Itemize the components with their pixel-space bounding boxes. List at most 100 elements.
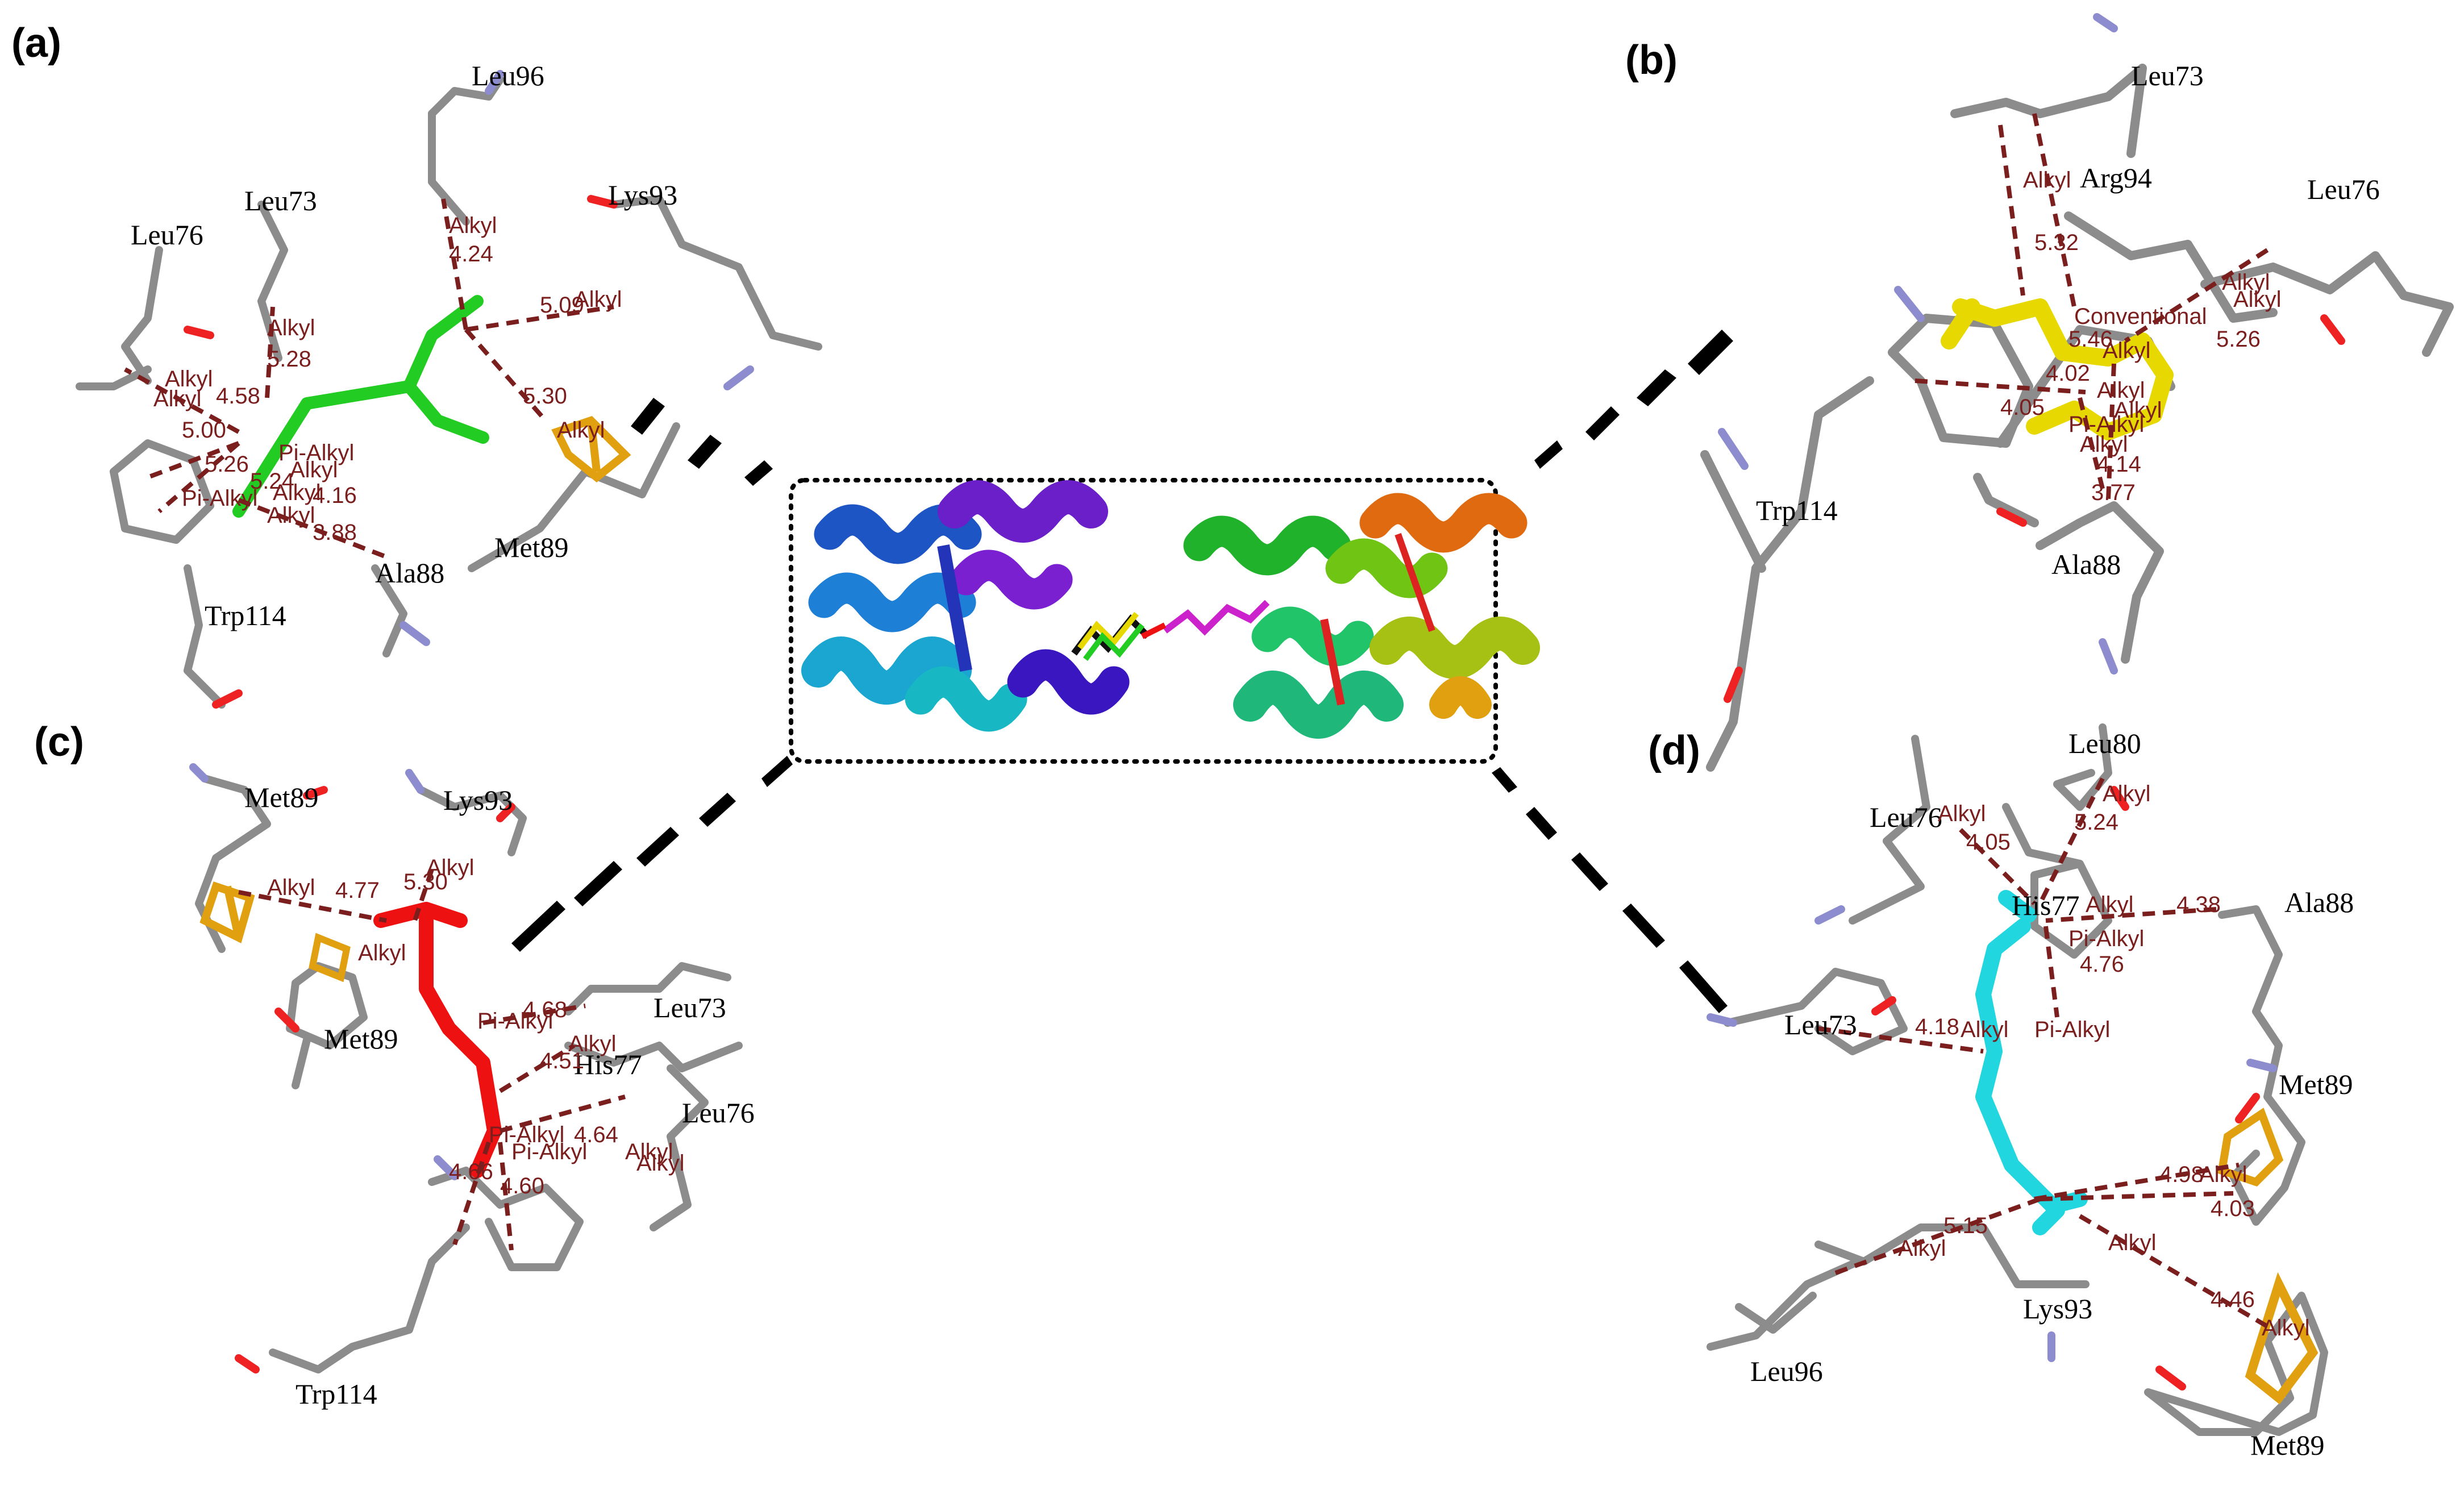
interaction-label-b-2: Alkyl (2222, 270, 2270, 295)
protein-domain-left (801, 480, 1130, 732)
distance-label-a-1: 4.24 (449, 242, 493, 267)
met-sulfur-d-1 (2217, 1108, 2284, 1187)
interaction-label-b-6: Alkyl (2097, 378, 2145, 403)
interaction-label-b-3: Alkyl (2233, 287, 2281, 312)
residue-label-d-9: Met89 (2250, 1429, 2325, 1461)
interaction-label-a-7: Alkyl (290, 457, 338, 482)
interaction-label-c-4: Pi-Alkyl (477, 1009, 553, 1034)
residue-label-d-7: Lys93 (2023, 1293, 2092, 1325)
residue-label-a-5: Met89 (494, 531, 569, 563)
distance-label-b-5: 4.05 (2000, 395, 2045, 420)
interaction-label-d-6: Pi-Alkyl (2034, 1017, 2110, 1042)
distance-label-d-2: 5.24 (2074, 810, 2118, 835)
interaction-label-b-8: Pi-Alkyl (2068, 412, 2144, 437)
protein-domain-right (1183, 493, 1540, 739)
distance-label-b-3: 5.46 (2068, 327, 2113, 352)
residue-label-c-1: Met89 (244, 781, 319, 813)
residue-label-d-4: Ala88 (2284, 886, 2354, 918)
interaction-label-a-1: Alkyl (449, 213, 497, 238)
residue-label-d-3: His77 (2012, 889, 2079, 921)
protein-sticks-b (1700, 64, 2454, 772)
distance-label-b-7: 3.77 (2091, 480, 2136, 505)
distance-label-a-2: 5.09 (540, 293, 584, 318)
interaction-label-d-5: Alkyl (1961, 1017, 2008, 1042)
interaction-lines-c (238, 868, 626, 1251)
interaction-label-c-6: Alkyl (625, 1139, 673, 1164)
distance-label-d-8: 5.15 (1943, 1213, 1988, 1238)
interaction-label-a-4: Alkyl (165, 367, 213, 392)
distance-label-d-4: 4.76 (2080, 952, 2124, 977)
distance-label-c-6: 4.66 (449, 1159, 493, 1184)
distance-label-d-7: 4.03 (2211, 1196, 2255, 1221)
residue-label-a-6: Ala88 (375, 557, 444, 589)
residue-label-b-3: Leu76 (2307, 173, 2380, 205)
interaction-label-a-8: Alkyl (557, 418, 605, 443)
ligand-c (373, 902, 502, 1178)
interaction-label-b-9: Alkyl (2080, 432, 2128, 457)
interaction-label-b-5: Alkyl (2103, 338, 2150, 363)
interaction-label-a-5: Alkyl (153, 386, 201, 411)
residue-label-d-5: Leu73 (1784, 1009, 1857, 1040)
distance-label-d-9: 4.46 (2211, 1287, 2255, 1312)
distance-label-d-5: 4.18 (1915, 1014, 1959, 1039)
distance-label-c-5: 4.64 (574, 1122, 618, 1147)
panel-b: (b) (1625, 13, 2454, 772)
protein-sticks-c (195, 775, 743, 1373)
interaction-lines-b (1914, 113, 2269, 501)
panel-label-c: (c) (34, 719, 84, 765)
residue-label-a-2: Lys93 (608, 179, 677, 211)
residue-label-a-7: Trp114 (205, 600, 286, 631)
protein-sticks-d (1707, 723, 2328, 1436)
residue-label-c-5: His77 (574, 1048, 642, 1080)
interaction-label-d-10: Alkyl (2262, 1316, 2309, 1341)
interaction-label-c-5: Alkyl (568, 1031, 616, 1056)
distance-label-c-4: 4.51 (540, 1048, 584, 1073)
distance-label-a-3: 5.28 (267, 347, 311, 372)
interaction-label-d-3: Alkyl (2086, 892, 2133, 917)
residue-label-b-2: Arg94 (2080, 162, 2152, 194)
interaction-label-a-2: Alkyl (574, 287, 622, 312)
interaction-label-a-9: Alkyl (273, 480, 321, 505)
distance-label-a-6: 5.30 (523, 384, 567, 409)
distance-label-a-10: 5.24 (250, 469, 294, 494)
residue-label-b-5: Ala88 (2051, 548, 2121, 580)
interaction-label-a-11: Alkyl (267, 503, 315, 528)
interaction-label-d-8: Alkyl (2108, 1230, 2156, 1255)
distance-label-d-3: 4.38 (2176, 892, 2221, 917)
interaction-label-a-6: Pi-Alkyl (278, 440, 354, 465)
residue-label-d-1: Leu80 (2068, 727, 2141, 759)
residue-label-d-2: Leu76 (1870, 801, 1942, 833)
protein-cartoon-panel (789, 478, 1540, 764)
panel-c: (c) (34, 719, 755, 1410)
met-sulfur-a (551, 415, 631, 482)
residue-label-d-6: Met89 (2279, 1068, 2353, 1100)
panel-label-a: (a) (11, 20, 61, 66)
residue-label-a-1: Leu96 (472, 60, 544, 91)
interaction-label-c-3: Alkyl (358, 940, 406, 965)
distance-label-c-3: 4.68 (523, 997, 567, 1022)
residue-label-a-3: Leu73 (244, 185, 317, 217)
distance-label-c-2: 5.30 (403, 869, 448, 894)
residue-label-c-7: Trp114 (295, 1378, 377, 1410)
callout-connectors (511, 330, 1733, 1013)
interaction-label-c-1: Alkyl (267, 875, 315, 900)
panel-a: (a) (11, 20, 822, 709)
distance-label-a-4: 4.58 (216, 384, 260, 409)
distance-label-b-4: 4.02 (2046, 361, 2090, 386)
ligand-cluster (1071, 600, 1270, 661)
interaction-label-b-1: Alkyl (2023, 168, 2071, 193)
interaction-label-b-7: Alkyl (2114, 398, 2162, 423)
interaction-label-d-9: Alkyl (1898, 1236, 1946, 1261)
interaction-lines-d (1818, 777, 2275, 1332)
interaction-label-d-7: Alkyl (2199, 1162, 2247, 1187)
ligand-b (1941, 298, 2174, 440)
distance-label-a-5: 5.00 (182, 418, 226, 443)
interaction-label-d-2: Alkyl (2103, 781, 2150, 806)
interaction-lines-a (124, 198, 614, 559)
distance-label-d-6: 4.98 (2159, 1162, 2204, 1187)
residue-label-c-3: Met89 (324, 1023, 398, 1055)
residue-label-b-4: Trp114 (1756, 494, 1838, 526)
residue-label-d-8: Leu96 (1750, 1355, 1823, 1387)
distance-label-b-2: 5.26 (2216, 327, 2261, 352)
